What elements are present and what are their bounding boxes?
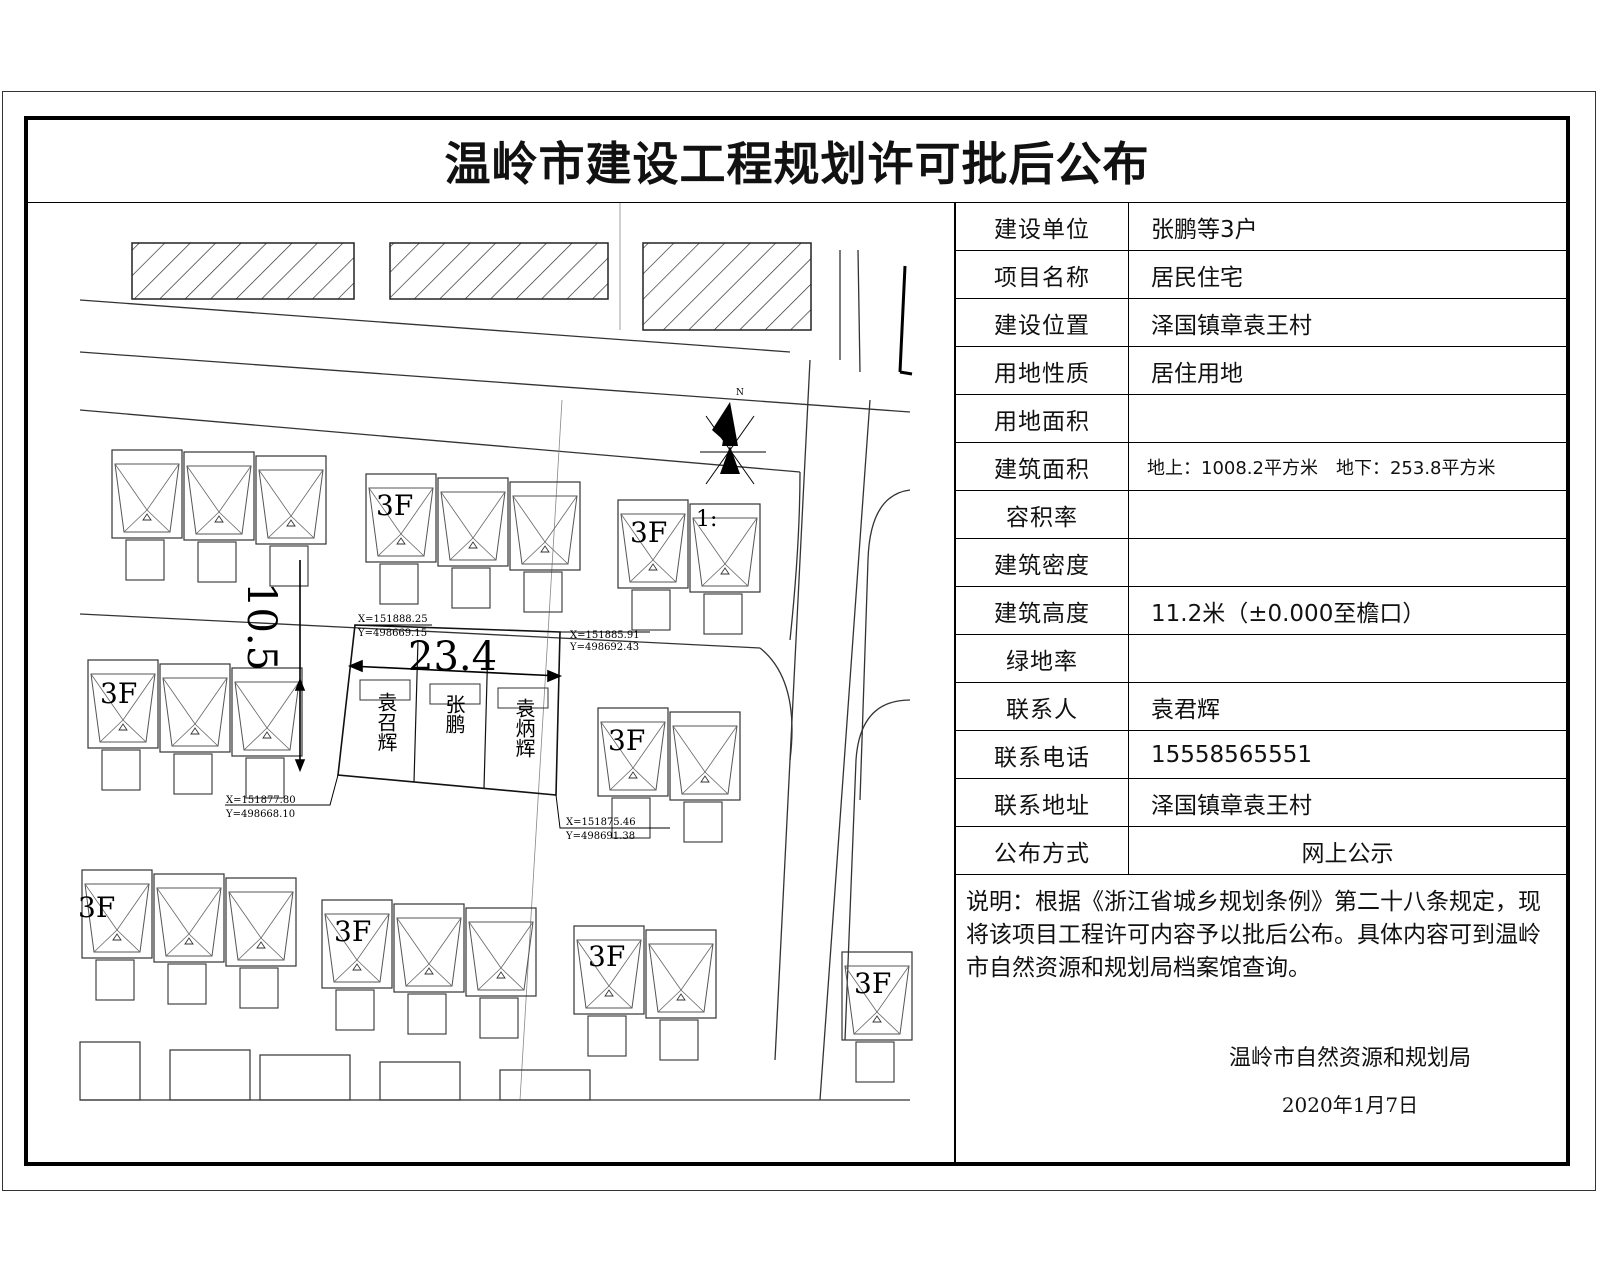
row-value — [1128, 538, 1566, 587]
coord-x: X=151875.46 — [566, 817, 636, 828]
dimension-lines — [294, 560, 563, 773]
row-label: 用地性质 — [956, 346, 1129, 395]
coordinate-leaders — [225, 624, 670, 829]
title-row: 温岭市建设工程规划许可批后公布 — [28, 120, 1566, 203]
owner-name: 袁召辉 — [374, 692, 398, 752]
table-row: 用地面积 — [956, 394, 1566, 443]
table-row: 公布方式网上公示 — [956, 826, 1566, 875]
table-row: 容积率 — [956, 490, 1566, 539]
table-row: 建设位置泽国镇章袁王村 — [956, 298, 1566, 347]
floor-label: 3F — [376, 489, 413, 522]
row-value: 泽国镇章袁王村 — [1128, 298, 1566, 347]
row-label: 建筑面积 — [956, 442, 1129, 491]
row-label: 用地面积 — [956, 394, 1129, 443]
owner-name: 袁炳辉 — [512, 698, 536, 758]
row-value — [1128, 394, 1566, 443]
row-value — [1128, 490, 1566, 539]
note-head: 说明： — [966, 889, 1035, 915]
row-label: 建设位置 — [956, 298, 1129, 347]
row-label: 绿地率 — [956, 634, 1129, 683]
issuing-authority: 温岭市自然资源和规划局 — [1228, 1046, 1471, 1071]
coord-x: X=151885.91 — [570, 630, 640, 641]
row-value: 11.2米（±0.000至檐口） — [1128, 586, 1566, 635]
floor-label: 3F — [334, 915, 371, 948]
coord-y: Y=498669.15 — [357, 628, 427, 639]
existing-buildings — [131, 242, 812, 331]
outer-border — [2, 91, 1596, 1191]
table-row: 建筑面积地上：1008.2平方米 地下：253.8平方米 — [956, 442, 1566, 491]
table-row: 用地性质居住用地 — [956, 346, 1566, 395]
floor-label: 3F — [608, 724, 645, 757]
floor-label: 3F — [588, 940, 625, 973]
issue-date: 2020年1月7日 — [1281, 1093, 1419, 1117]
row-label: 建筑密度 — [956, 538, 1129, 587]
table-row: 建筑密度 — [956, 538, 1566, 587]
coord-x: X=151877.80 — [226, 795, 296, 806]
lot-marker: 1: — [696, 507, 717, 532]
dimension-depth: 10.5 — [238, 582, 284, 671]
explanation-note: 说明：根据《浙江省城乡规划条例》第二十八条规定，现将该项目工程许可内容予以批后公… — [966, 886, 1556, 985]
row-label: 联系电话 — [956, 730, 1129, 779]
row-value: 网上公示 — [1128, 826, 1566, 875]
row-value: 地上：1008.2平方米 地下：253.8平方米 — [1128, 442, 1566, 491]
table-row: 建设单位张鹏等3户 — [956, 203, 1566, 251]
coord-x: X=151888.25 — [358, 614, 428, 625]
coord-y: Y=498668.10 — [225, 809, 295, 820]
column-divider — [954, 203, 956, 1162]
table-row: 联系人袁君辉 — [956, 682, 1566, 731]
row-value — [1128, 634, 1566, 683]
info-table: 建设单位张鹏等3户 项目名称居民住宅 建设位置泽国镇章袁王村 用地性质居住用地 … — [956, 203, 1566, 875]
row-label: 联系人 — [956, 682, 1129, 731]
table-row: 绿地率 — [956, 634, 1566, 683]
row-value: 袁君辉 — [1128, 682, 1566, 731]
table-row: 项目名称居民住宅 — [956, 250, 1566, 299]
row-value: 张鹏等3户 — [1128, 203, 1566, 251]
row-value: 15558565551 — [1128, 730, 1566, 779]
floor-label: 3F — [630, 516, 667, 549]
inner-border — [24, 116, 1570, 1166]
row-label: 容积率 — [956, 490, 1129, 539]
owner-name: 张鹏 — [442, 694, 466, 734]
north-arrow-icon — [700, 402, 766, 485]
north-label: N — [736, 388, 744, 398]
coord-y: Y=498692.43 — [569, 642, 639, 653]
row-label: 建设单位 — [956, 203, 1129, 251]
floor-label: 3F — [854, 967, 891, 1000]
row-value: 居住用地 — [1128, 346, 1566, 395]
row-value: 居民住宅 — [1128, 250, 1566, 299]
page-title: 温岭市建设工程规划许可批后公布 — [444, 137, 1150, 191]
row-label: 公布方式 — [956, 826, 1129, 875]
site-plan-drawing: N 1: 3F 3F 3F 3F 3F 3F 3F 3F 23.4 10.5 袁… — [78, 203, 913, 1101]
floor-label: 3F — [100, 677, 137, 710]
house-row-4 — [79, 1041, 591, 1101]
row-label: 建筑高度 — [956, 586, 1129, 635]
row-label: 联系地址 — [956, 778, 1129, 827]
row-value: 泽国镇章袁王村 — [1128, 778, 1566, 827]
dimension-width: 23.4 — [408, 634, 497, 680]
road-lines — [79, 203, 913, 1101]
floor-label: 3F — [78, 891, 115, 924]
row-label: 项目名称 — [956, 250, 1129, 299]
coord-y: Y=498691.38 — [565, 831, 635, 842]
note-body: 根据《浙江省城乡规划条例》第二十八条规定，现将该项目工程许可内容予以批后公布。具… — [966, 889, 1541, 981]
table-row: 联系地址泽国镇章袁王村 — [956, 778, 1566, 827]
